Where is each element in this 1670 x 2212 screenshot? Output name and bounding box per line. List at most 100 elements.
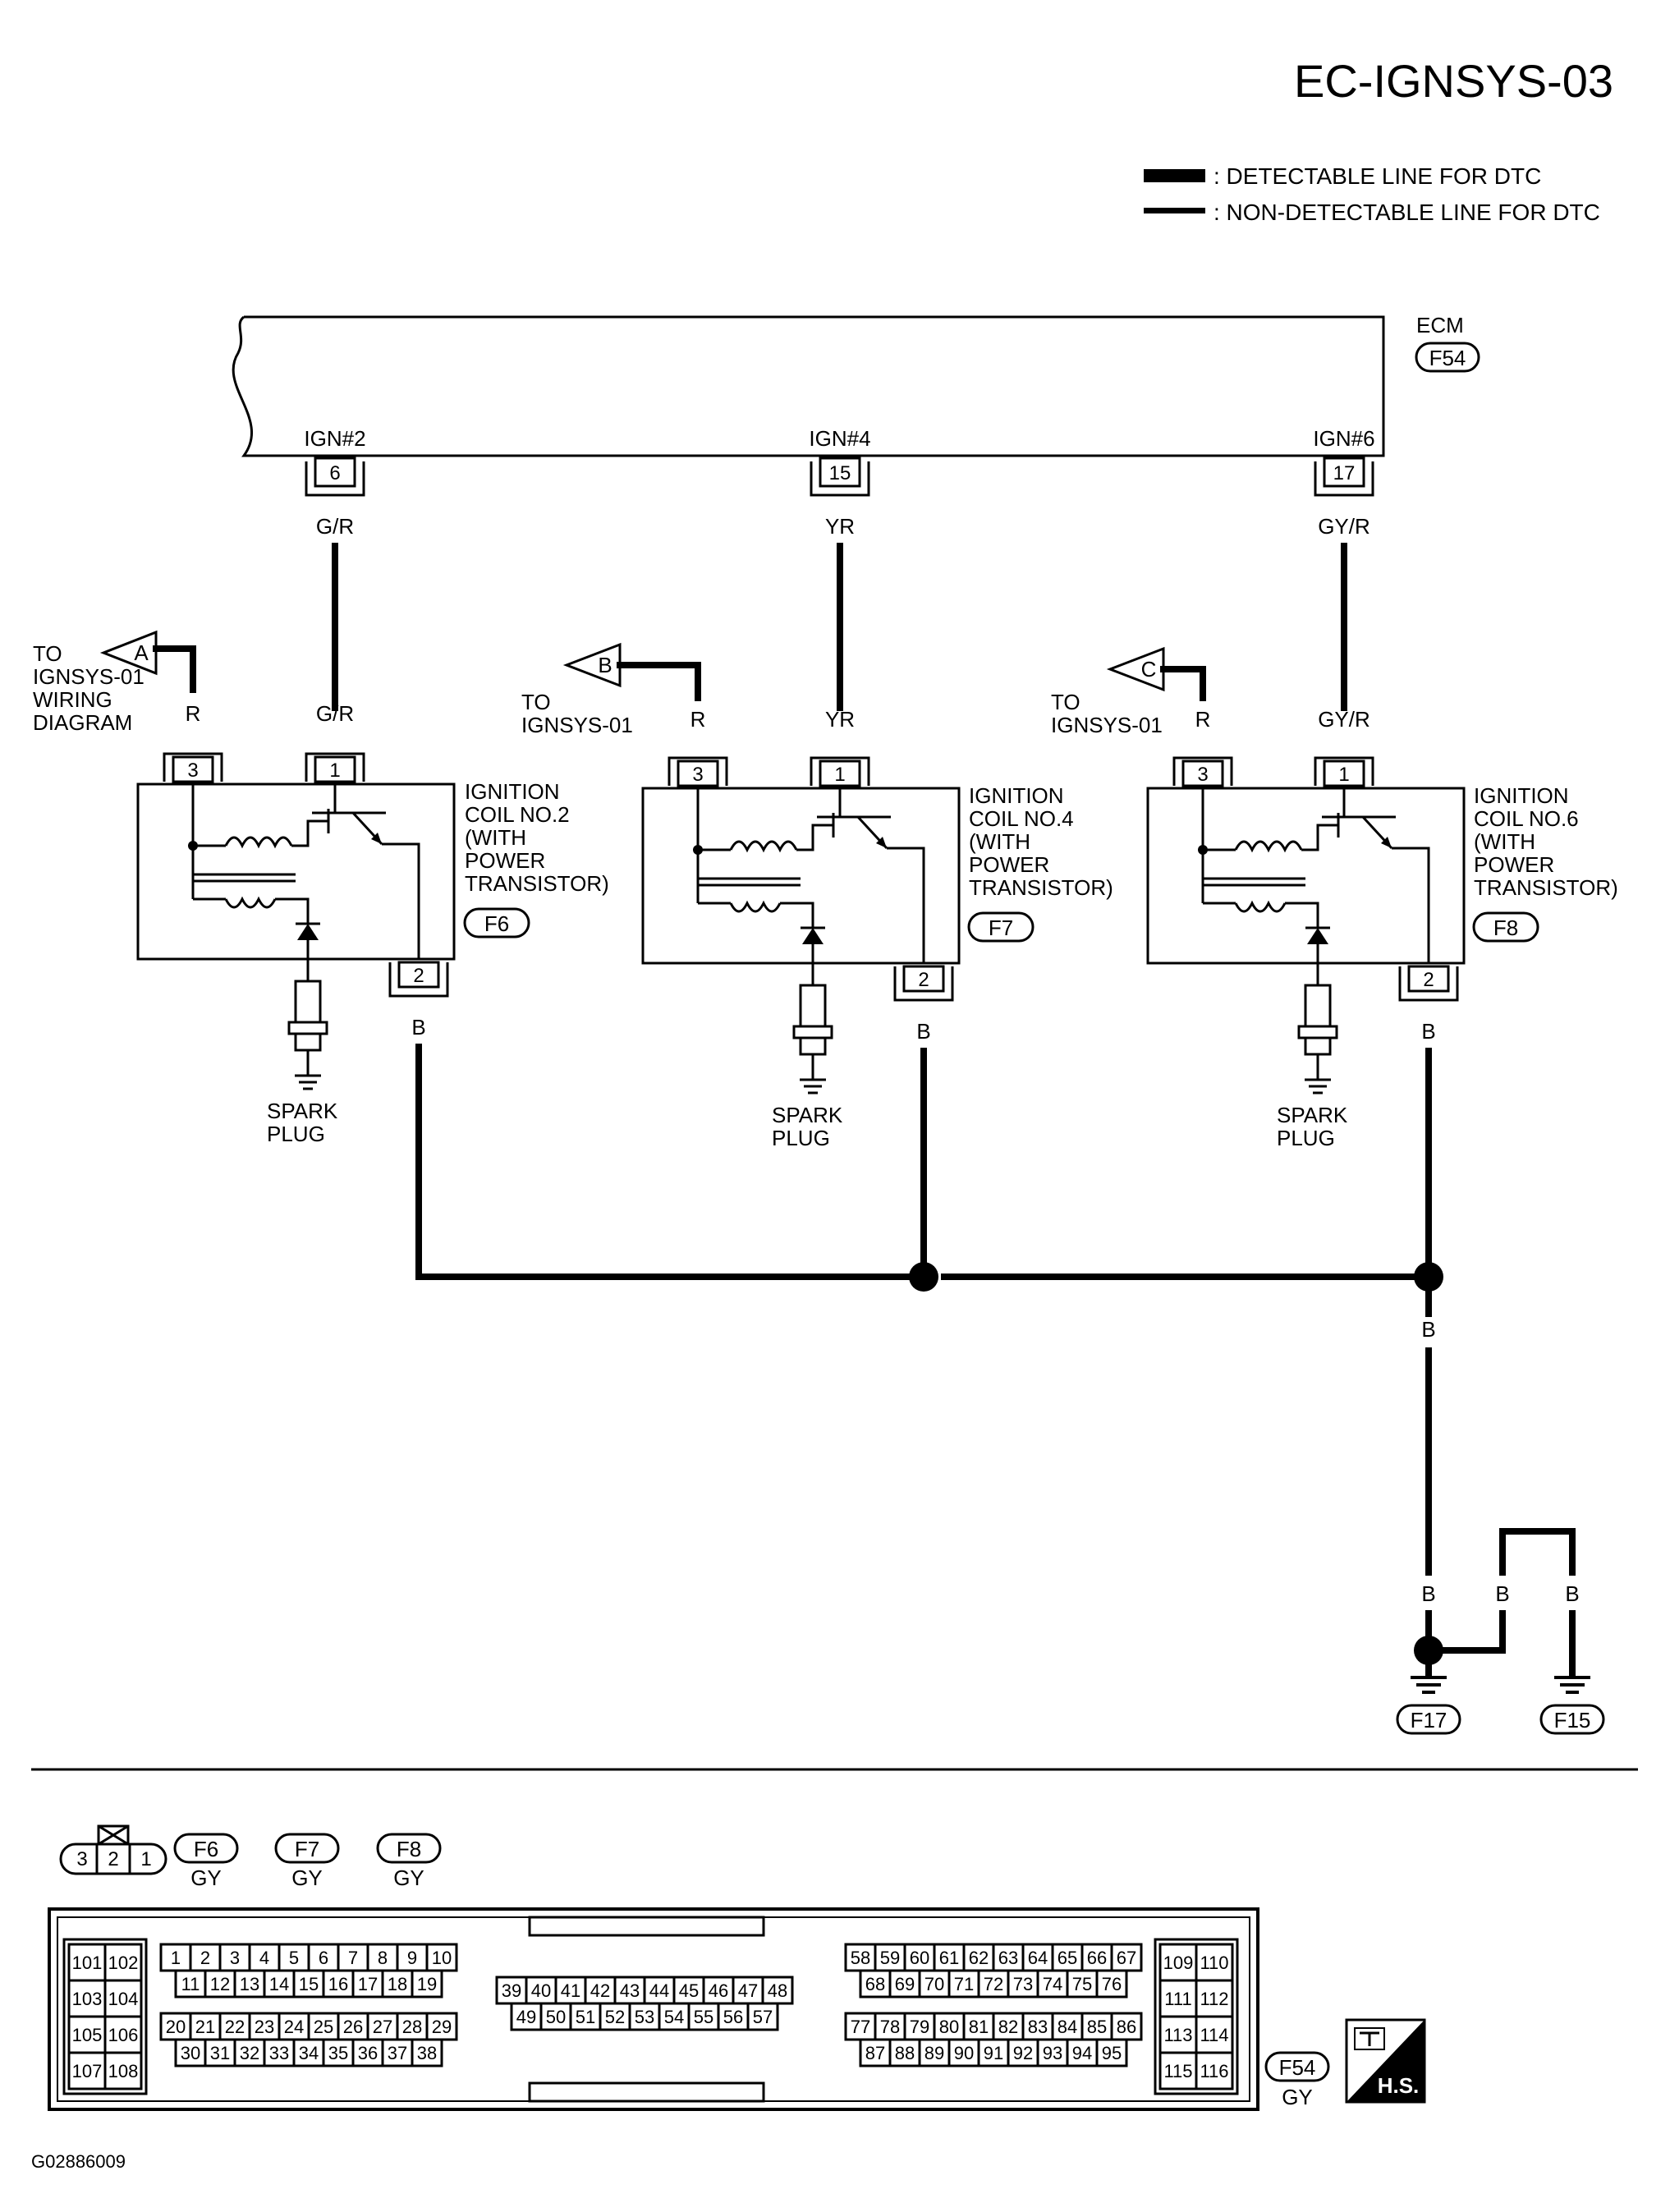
ecm-pin-label: 111 — [1164, 1989, 1191, 2009]
splice-3 — [1414, 1636, 1443, 1665]
ecm-terminal-ign4: IGN#4 15 YR — [809, 426, 870, 539]
ecm-pin-label: 56 — [723, 2007, 743, 2027]
coil-label-3: (WITH — [465, 825, 526, 850]
ecm-conn-color: GY — [1282, 2085, 1313, 2109]
ecm-pin-label: 50 — [546, 2007, 566, 2027]
coil-label-3: (WITH — [969, 829, 1030, 854]
ecm-pin-cell — [874, 1943, 906, 1972]
ecm-pin-label: 13 — [240, 1974, 259, 1994]
pin1: 1 — [834, 764, 845, 786]
ecm-pin-cell — [992, 2012, 1025, 2041]
ecm-pin-cell — [103, 2051, 143, 2090]
pin3: 3 — [692, 764, 703, 786]
ecm-pin-cell — [1007, 2038, 1039, 2067]
ecm-pin-label: 44 — [649, 1980, 669, 2001]
pin2-wire: B — [916, 1019, 930, 1044]
ecm-pin-label: 9 — [407, 1948, 417, 1968]
pin2: 2 — [413, 965, 424, 987]
coil-label-2: COIL NO.6 — [1474, 806, 1579, 831]
ecm-pin-label: 105 — [72, 2025, 103, 2045]
ecm-pin-label: 66 — [1087, 1948, 1107, 1968]
ecm-pin-cell — [1036, 2038, 1069, 2067]
ecm-pin-label: 37 — [388, 2043, 407, 2063]
ecm-pin-cell — [1110, 1943, 1143, 1972]
coil-label-5: TRANSISTOR) — [969, 875, 1113, 900]
ecm-pin-cell — [1007, 1969, 1039, 1999]
ecm-pin-label: 62 — [969, 1948, 989, 1968]
page-title: EC-IGNSYS-03 — [1294, 55, 1613, 107]
ecm-pin-cell — [189, 2012, 222, 2041]
ref-line-4: DIAGRAM — [33, 710, 132, 735]
ignition-coil-no4: B TO IGNSYS-01 R YR 3 1 IGN — [521, 642, 1113, 1150]
conn-pin-2: 2 — [108, 1848, 118, 1870]
ecm-pin-label: 2 — [200, 1948, 210, 1968]
ecm-pin-cell — [947, 2038, 980, 2067]
ecm-pin-label: 89 — [924, 2043, 944, 2063]
ecm-pin-label: 73 — [1013, 1974, 1033, 1994]
ecm-pin-label: 26 — [343, 2017, 363, 2037]
spark-plug-icon — [1297, 984, 1338, 1095]
wire-color: G/R — [316, 514, 354, 539]
ref-line-1: TO — [521, 690, 551, 714]
ecm-pin-label: 82 — [998, 2017, 1018, 2037]
ecm-pin-label: 59 — [880, 1948, 900, 1968]
coil-label-2: COIL NO.2 — [465, 802, 570, 827]
ecm-pin-label: 53 — [635, 2007, 654, 2027]
legend: : DETECTABLE LINE FOR DTC : NON-DETECTAB… — [1144, 163, 1600, 225]
ref-letter: B — [598, 653, 612, 677]
ecm-pin-label: 77 — [851, 2017, 870, 2037]
ecm-pin-label: 27 — [373, 2017, 392, 2037]
ecm-pin-label: 47 — [738, 1980, 758, 2001]
ecm-pin-label: 91 — [984, 2043, 1003, 2063]
ecm-pin-label: 60 — [910, 1948, 929, 1968]
ecm-pin-cell — [381, 2038, 414, 2067]
spark-label-1: SPARK — [772, 1103, 843, 1127]
conn-f7: F7 — [295, 1837, 319, 1861]
ecm-pin-cell — [425, 2012, 458, 2041]
pin3: 3 — [187, 760, 198, 782]
conn-pin-1: 1 — [140, 1848, 151, 1870]
ecm-pin-cell — [292, 2038, 325, 2067]
ref-line-2: IGNSYS-01 — [1051, 713, 1163, 737]
ecm-pin-label: 35 — [328, 2043, 348, 2063]
ref-line-2: IGNSYS-01 — [521, 713, 633, 737]
ref-letter: A — [134, 640, 149, 665]
ecm-pin-label: 39 — [502, 1980, 521, 2001]
ecm-pin-label: 109 — [1163, 1953, 1194, 1973]
ecm-pin-label: 75 — [1072, 1974, 1092, 1994]
ecm-pin-label: 94 — [1072, 2043, 1092, 2063]
ecm-pin-label: 78 — [880, 2017, 900, 2037]
ecm-pin-label: 74 — [1043, 1974, 1062, 1994]
ecm-pin-label: 1 — [171, 1948, 181, 1968]
ref-line-1: TO — [1051, 690, 1080, 714]
ecm-pin-label: 45 — [679, 1980, 699, 2001]
ecm-pin-label: 17 — [358, 1974, 378, 1994]
ground-right-label: B — [1565, 1581, 1579, 1606]
ecm-pin-cell — [746, 2002, 779, 2031]
ecm-pin-label: 7 — [348, 1948, 358, 1968]
ground-symbol-f17: F17 — [1396, 1676, 1461, 1735]
ecm-pin-label: 115 — [1163, 2061, 1192, 2081]
ecm-pin-label: 57 — [753, 2007, 773, 2027]
ecm-pin-cell — [381, 1969, 414, 1999]
coil-label-1: IGNITION — [465, 779, 560, 804]
ecm-outline — [232, 315, 1385, 457]
off-page-ref-c: C TO IGNSYS-01 — [1051, 646, 1206, 737]
conn-f6-color: GY — [190, 1866, 222, 1890]
ecm-pin-label: 79 — [910, 2017, 929, 2037]
ref-line-3: WIRING — [33, 687, 112, 712]
ecm-pin-label: 3 — [230, 1948, 240, 1968]
ecm-pin-cell — [322, 1969, 355, 1999]
ecm-pin-label: 107 — [72, 2061, 103, 2081]
ecm-pin-label: 12 — [210, 1974, 230, 1994]
ecm-pin-label: 15 — [299, 1974, 319, 1994]
ecm-pin-cell — [643, 1976, 676, 2005]
ecm-pin-label: 61 — [939, 1948, 959, 1968]
ecm-pin-cell — [411, 2038, 443, 2067]
legend-non-detectable: : NON-DETECTABLE LINE FOR DTC — [1214, 200, 1600, 225]
ecm-pin-cell — [1195, 1979, 1234, 2018]
coil-label-4: POWER — [1474, 852, 1554, 877]
ecm-pin-cell — [977, 2038, 1010, 2067]
ignition-coil-no6: C TO IGNSYS-01 R GY/R 3 1 I — [1051, 646, 1618, 1150]
